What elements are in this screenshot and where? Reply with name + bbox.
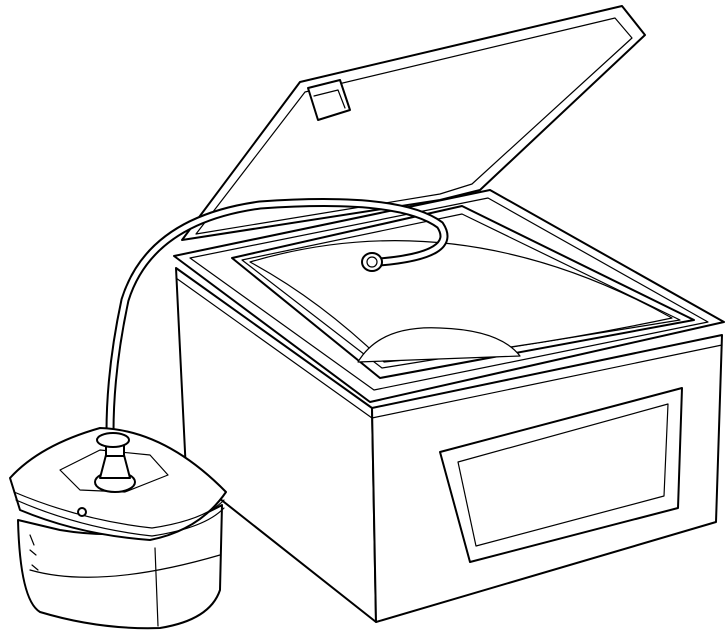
- lid-handle: [307, 79, 351, 121]
- vacuum-hose: [105, 198, 449, 437]
- chamber-dome: [249, 240, 673, 363]
- dome-plate: [357, 327, 521, 363]
- canister-release-button: [77, 507, 87, 517]
- open-lid: [181, 5, 646, 241]
- vacuum-canister: [9, 427, 227, 630]
- hose-port-connector: [361, 252, 383, 272]
- window: [439, 387, 683, 563]
- canister-valve-knob: [94, 432, 136, 493]
- sealer-base: [173, 189, 725, 623]
